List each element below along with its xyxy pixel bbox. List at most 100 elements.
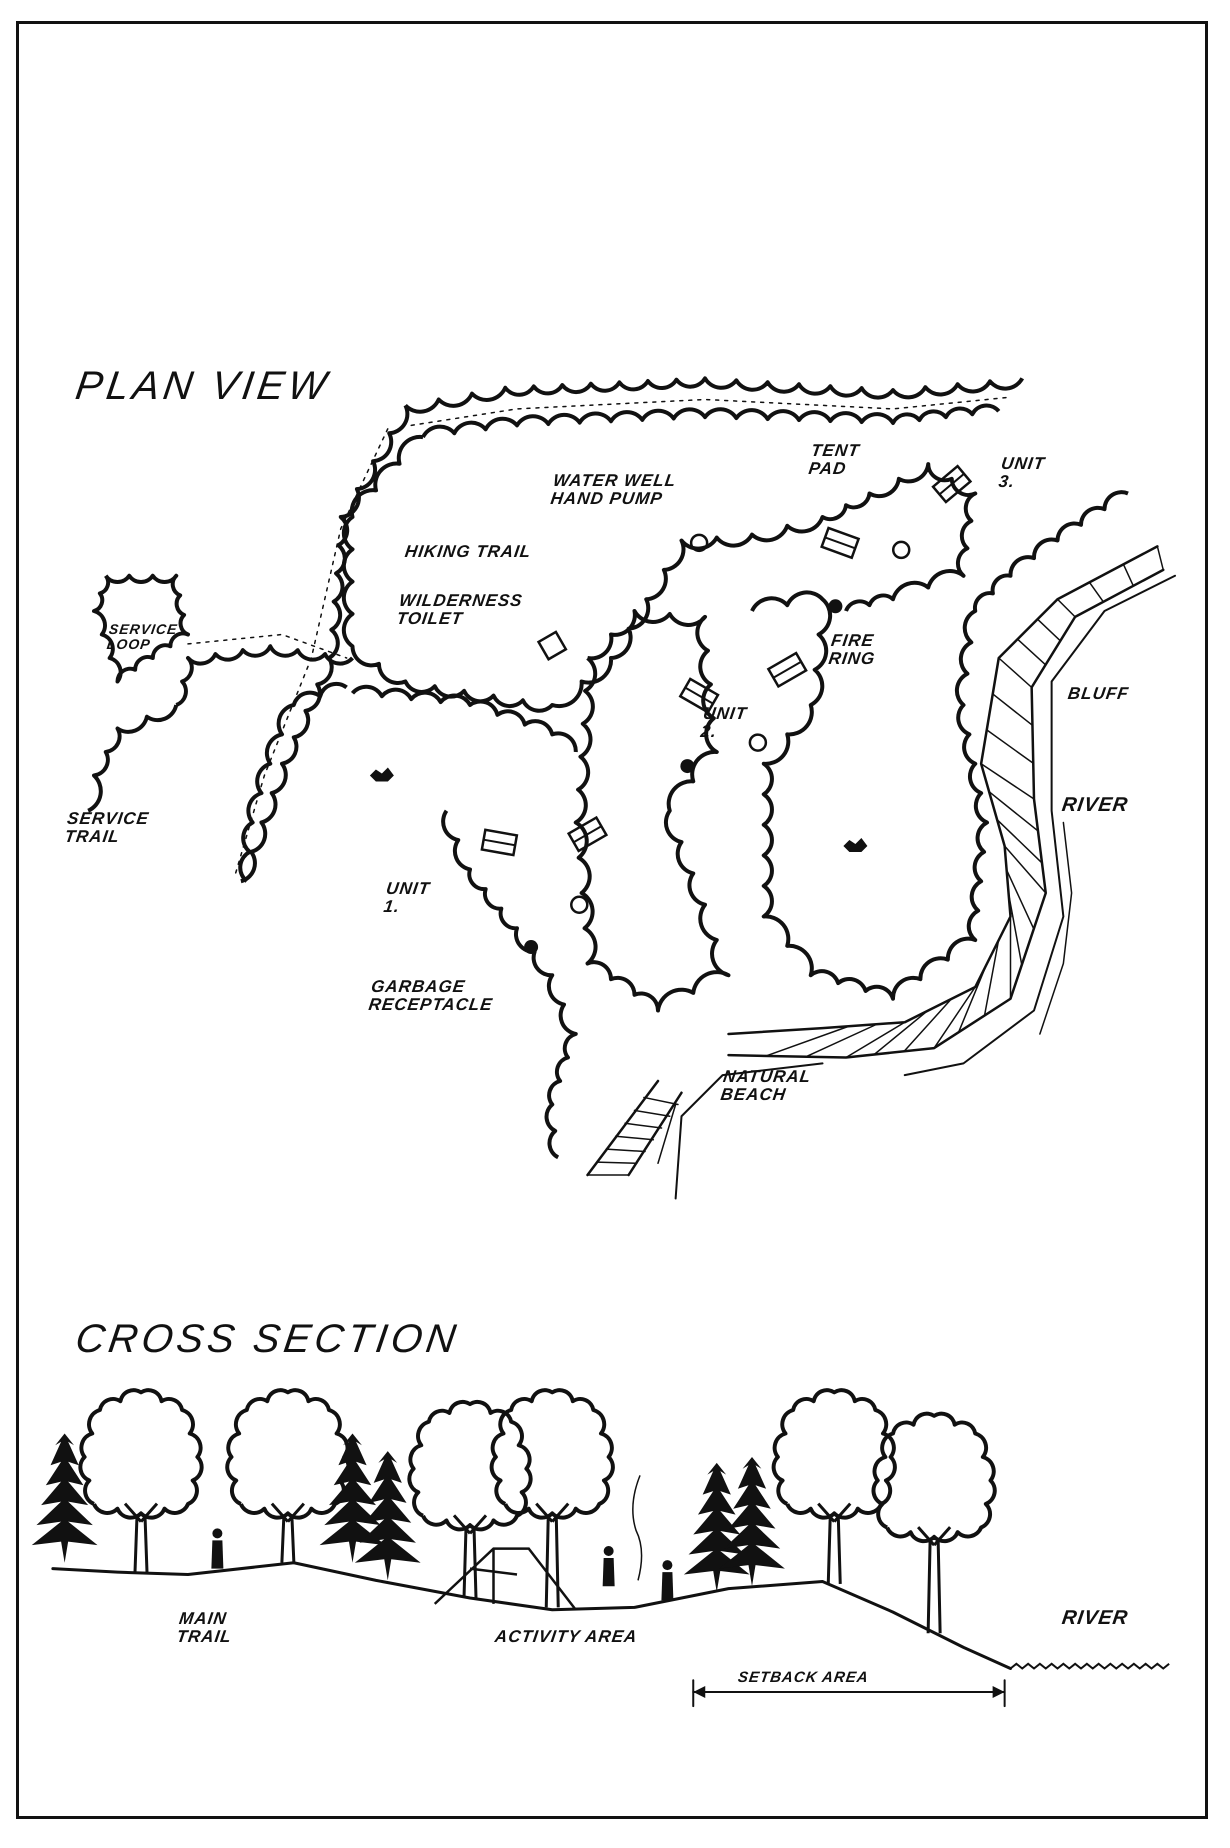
beach-hatch [643, 1096, 679, 1106]
bluff-hatch [992, 693, 1034, 727]
woodland-unit1-west [238, 681, 348, 883]
bluff-hatch [983, 939, 1000, 1017]
label-garbage-receptacle: GarbageReceptacle [367, 977, 496, 1014]
bluff-hatch [873, 1010, 929, 1056]
beach-hatch [605, 1148, 646, 1153]
beach-hatch [614, 1135, 655, 1141]
drawing-border [16, 21, 1208, 1819]
wilderness-toilet-icon [536, 630, 568, 661]
label-line: Unit [384, 879, 432, 898]
bluff-hatch [903, 998, 953, 1053]
garbage-receptacle-icon [524, 940, 539, 955]
hiking-trail-path [410, 396, 1012, 427]
bluff-hatch [996, 818, 1043, 864]
beach-hatch [633, 1109, 671, 1117]
bluff-hatch [1005, 869, 1035, 930]
woodland-unit2-west [573, 609, 731, 1013]
woodland-unit2-east [750, 490, 1129, 1001]
bluff-hatch [988, 790, 1039, 832]
label-line: Garbage [369, 977, 467, 996]
label-line: Toilet [395, 608, 465, 628]
fire-ring-icon [570, 895, 589, 914]
tent-pad-icon [931, 464, 973, 504]
label-line: 2. [699, 721, 719, 741]
tent-pad-divider [772, 660, 802, 679]
woodland-unit1-north [350, 684, 578, 753]
label-bluff: Bluff [1066, 684, 1131, 703]
beach-edge-top [586, 1079, 660, 1177]
deciduous-tree-crown [78, 1388, 204, 1520]
river-water-line [1009, 1662, 1170, 1670]
label-hiking-trail: Hiking Trail [403, 542, 533, 561]
person-body-icon [661, 1572, 674, 1601]
bluff-hatch [1122, 563, 1135, 587]
label-line: 1. [382, 896, 402, 916]
tree-trunk [452, 1514, 488, 1599]
bluff-hatch [986, 729, 1034, 765]
tent-pad-icon [820, 526, 861, 560]
bluff-hatch [1007, 893, 1023, 966]
garbage-receptacle-icon [680, 759, 695, 774]
person-head-icon [212, 1528, 223, 1539]
deciduous-tree-crown [225, 1388, 351, 1520]
woodland-edge-north [403, 376, 1025, 414]
deciduous-tree-crown [771, 1388, 897, 1520]
tent-pad-outline [931, 464, 973, 504]
service-loop-woods [92, 573, 190, 684]
bluff-hatch [1016, 638, 1047, 666]
conifer-tree [31, 1433, 98, 1563]
person-body-icon [602, 1558, 615, 1587]
fire-ring-icon [891, 540, 911, 560]
cross-section-title: Cross Section [72, 1317, 463, 1361]
label-activity-area: Activity Area [493, 1627, 639, 1646]
label-line: Tent [809, 441, 862, 460]
person-body-icon [211, 1540, 224, 1569]
woodland-unit1-south [441, 809, 578, 1160]
bluff-hatch [805, 1023, 878, 1058]
tent-pad-divider [573, 825, 602, 844]
fire-ring-icon [689, 533, 709, 553]
bluff-hatch [1036, 618, 1062, 642]
river-flow-line [1039, 821, 1073, 1035]
label-fire-ring: FireRing [827, 631, 879, 668]
label-line: Fire [829, 631, 876, 650]
shoreline [674, 1062, 824, 1200]
bluff-hatch [1088, 581, 1105, 603]
bluff-edge-top [727, 545, 1159, 1036]
bluff-hatch [845, 1021, 906, 1059]
fire-ring-icon [748, 733, 768, 752]
label-line: Receptacle [367, 994, 495, 1014]
bluff-hatch [957, 963, 988, 1034]
label-line: Wilderness [397, 591, 524, 610]
label-main-trail: MainTrail [175, 1609, 235, 1646]
plan-view-title: Plan View [72, 364, 333, 408]
label-line: Trail [63, 826, 122, 846]
conifer-tree [719, 1457, 785, 1587]
campfire-smoke [632, 1475, 643, 1581]
label-line: 3. [997, 471, 1017, 491]
label-line: Trail [175, 1626, 234, 1646]
conifer-tree [683, 1462, 750, 1593]
tent-pad-divider [938, 473, 965, 496]
beach-hatch [624, 1122, 663, 1129]
tent-pad-icon [480, 828, 519, 857]
label-wilderness-toilet: WildernessToilet [395, 591, 524, 628]
label-service-loop: ServiceLoop [106, 621, 179, 652]
shoreline-inner [657, 1103, 677, 1164]
beach-hatch [596, 1161, 638, 1164]
label-water-well: Water WellHand Pump [549, 471, 678, 508]
tent-pad-icon [678, 677, 720, 714]
label-line: Water Well [551, 471, 678, 490]
bluff-hatch [765, 1025, 850, 1057]
tree-trunk [535, 1502, 570, 1608]
tree-trunk [917, 1526, 952, 1634]
label-line: Ring [827, 648, 877, 668]
person-head-icon [603, 1546, 614, 1556]
label-line: Service [65, 809, 151, 828]
conifer-tree [354, 1451, 421, 1581]
tent-pad-divider [684, 686, 714, 705]
label-unit-2: Unit2. [699, 704, 748, 741]
tent-pad-icon [566, 815, 609, 853]
label-line: Main [177, 1609, 229, 1628]
woodland-edge-west-trail [240, 404, 410, 884]
